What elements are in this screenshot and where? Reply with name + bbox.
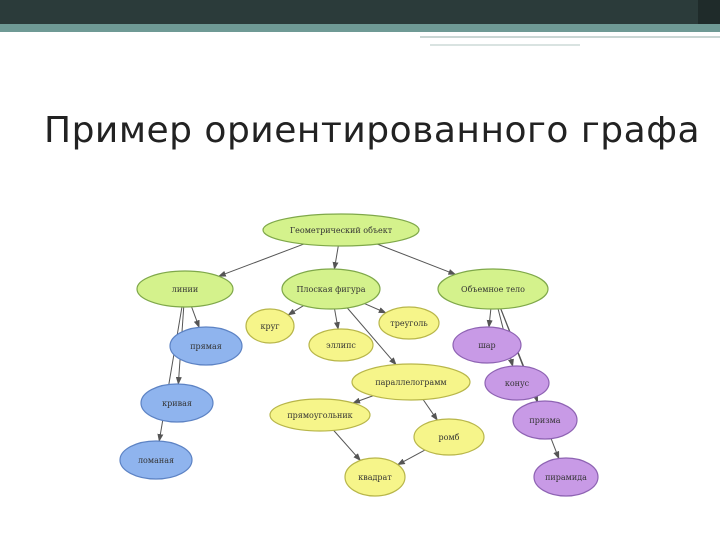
node-rectangle: прямоугольник bbox=[269, 398, 371, 432]
edge-flat-to-parallelogram bbox=[346, 307, 397, 366]
node-circle-label: круг bbox=[260, 322, 279, 331]
slide-top-accent-line bbox=[420, 36, 720, 38]
node-straight-shape bbox=[169, 326, 243, 366]
node-geom: Геометрический объект bbox=[262, 213, 420, 247]
node-cone-shape bbox=[484, 365, 550, 401]
node-curve-shape bbox=[140, 383, 214, 423]
node-ellipse-shape bbox=[308, 328, 374, 362]
node-prism-shape bbox=[512, 400, 578, 440]
edge-geom-to-flat bbox=[332, 245, 339, 271]
slide-top-bar bbox=[0, 0, 720, 24]
node-square: квадрат bbox=[344, 457, 406, 497]
node-line-shape bbox=[136, 270, 234, 308]
node-prism: призма bbox=[512, 400, 578, 440]
node-circle-shape bbox=[245, 308, 295, 344]
edge-geom-to-volume bbox=[377, 243, 457, 275]
node-curve-label: кривая bbox=[162, 399, 192, 408]
node-broken-shape bbox=[119, 440, 193, 480]
edge-line-to-straight bbox=[191, 306, 200, 329]
edge-flat-to-circle bbox=[287, 305, 304, 316]
node-geom-label: Геометрический объект bbox=[290, 226, 393, 235]
slide-top-bar-corner bbox=[698, 0, 720, 24]
node-rhombus: ромб bbox=[413, 418, 485, 456]
node-cone-label: конус bbox=[505, 379, 530, 388]
edge-parallelogram-to-rectangle bbox=[352, 395, 374, 404]
node-rectangle-label: прямоугольник bbox=[287, 411, 352, 420]
slide-title: Пример ориентированного графа bbox=[44, 110, 701, 151]
node-volume-shape bbox=[437, 268, 549, 310]
node-line: линии bbox=[136, 270, 234, 308]
node-ellipse: эллипс bbox=[308, 328, 374, 362]
node-broken: ломаная bbox=[119, 440, 193, 480]
edge-flat-to-triangle bbox=[364, 303, 387, 314]
edge-rhombus-to-square bbox=[396, 449, 426, 466]
node-parallelogram-label: параллелограмм bbox=[375, 378, 446, 387]
node-sphere-shape bbox=[452, 326, 522, 364]
edge-geom-to-line bbox=[217, 243, 304, 277]
node-volume: Объемное тело bbox=[437, 268, 549, 310]
node-sphere: шар bbox=[452, 326, 522, 364]
node-triangle-shape bbox=[378, 306, 440, 340]
node-rectangle-shape bbox=[269, 398, 371, 432]
node-square-shape bbox=[344, 457, 406, 497]
node-geom-shape bbox=[262, 213, 420, 247]
edge-volume-to-sphere bbox=[486, 308, 493, 329]
node-straight: прямая bbox=[169, 326, 243, 366]
node-curve: кривая bbox=[140, 383, 214, 423]
slide-top-accent-band bbox=[0, 24, 720, 32]
node-triangle: треуголь bbox=[378, 306, 440, 340]
node-pyramid-label: пирамида bbox=[545, 473, 587, 482]
node-line-label: линии bbox=[172, 285, 198, 294]
node-volume-label: Объемное тело bbox=[461, 285, 525, 294]
node-ellipse-label: эллипс bbox=[326, 341, 356, 350]
node-straight-label: прямая bbox=[190, 342, 222, 351]
edge-flat-to-ellipse bbox=[333, 308, 340, 331]
node-flat-shape bbox=[281, 268, 381, 310]
graph-nodes: Геометрический объект линии Плоская фигура… bbox=[119, 213, 599, 497]
node-parallelogram: параллелограмм bbox=[351, 363, 471, 401]
node-triangle-label: треуголь bbox=[390, 319, 428, 328]
node-cone: конус bbox=[484, 365, 550, 401]
node-rhombus-label: ромб bbox=[439, 433, 460, 442]
node-rhombus-shape bbox=[413, 418, 485, 456]
node-prism-label: призма bbox=[529, 416, 560, 425]
node-flat-label: Плоская фигура bbox=[296, 285, 365, 294]
node-circle: круг bbox=[245, 308, 295, 344]
node-broken-label: ломаная bbox=[138, 456, 174, 465]
node-sphere-label: шар bbox=[478, 341, 495, 350]
node-parallelogram-shape bbox=[351, 363, 471, 401]
node-square-label: квадрат bbox=[358, 473, 392, 482]
edge-parallelogram-to-rhombus bbox=[422, 399, 438, 421]
slide-top-accent-line-short bbox=[430, 44, 580, 46]
node-pyramid-shape bbox=[533, 457, 599, 497]
edge-rectangle-to-square bbox=[333, 430, 361, 462]
node-pyramid: пирамида bbox=[533, 457, 599, 497]
node-flat: Плоская фигура bbox=[281, 268, 381, 310]
